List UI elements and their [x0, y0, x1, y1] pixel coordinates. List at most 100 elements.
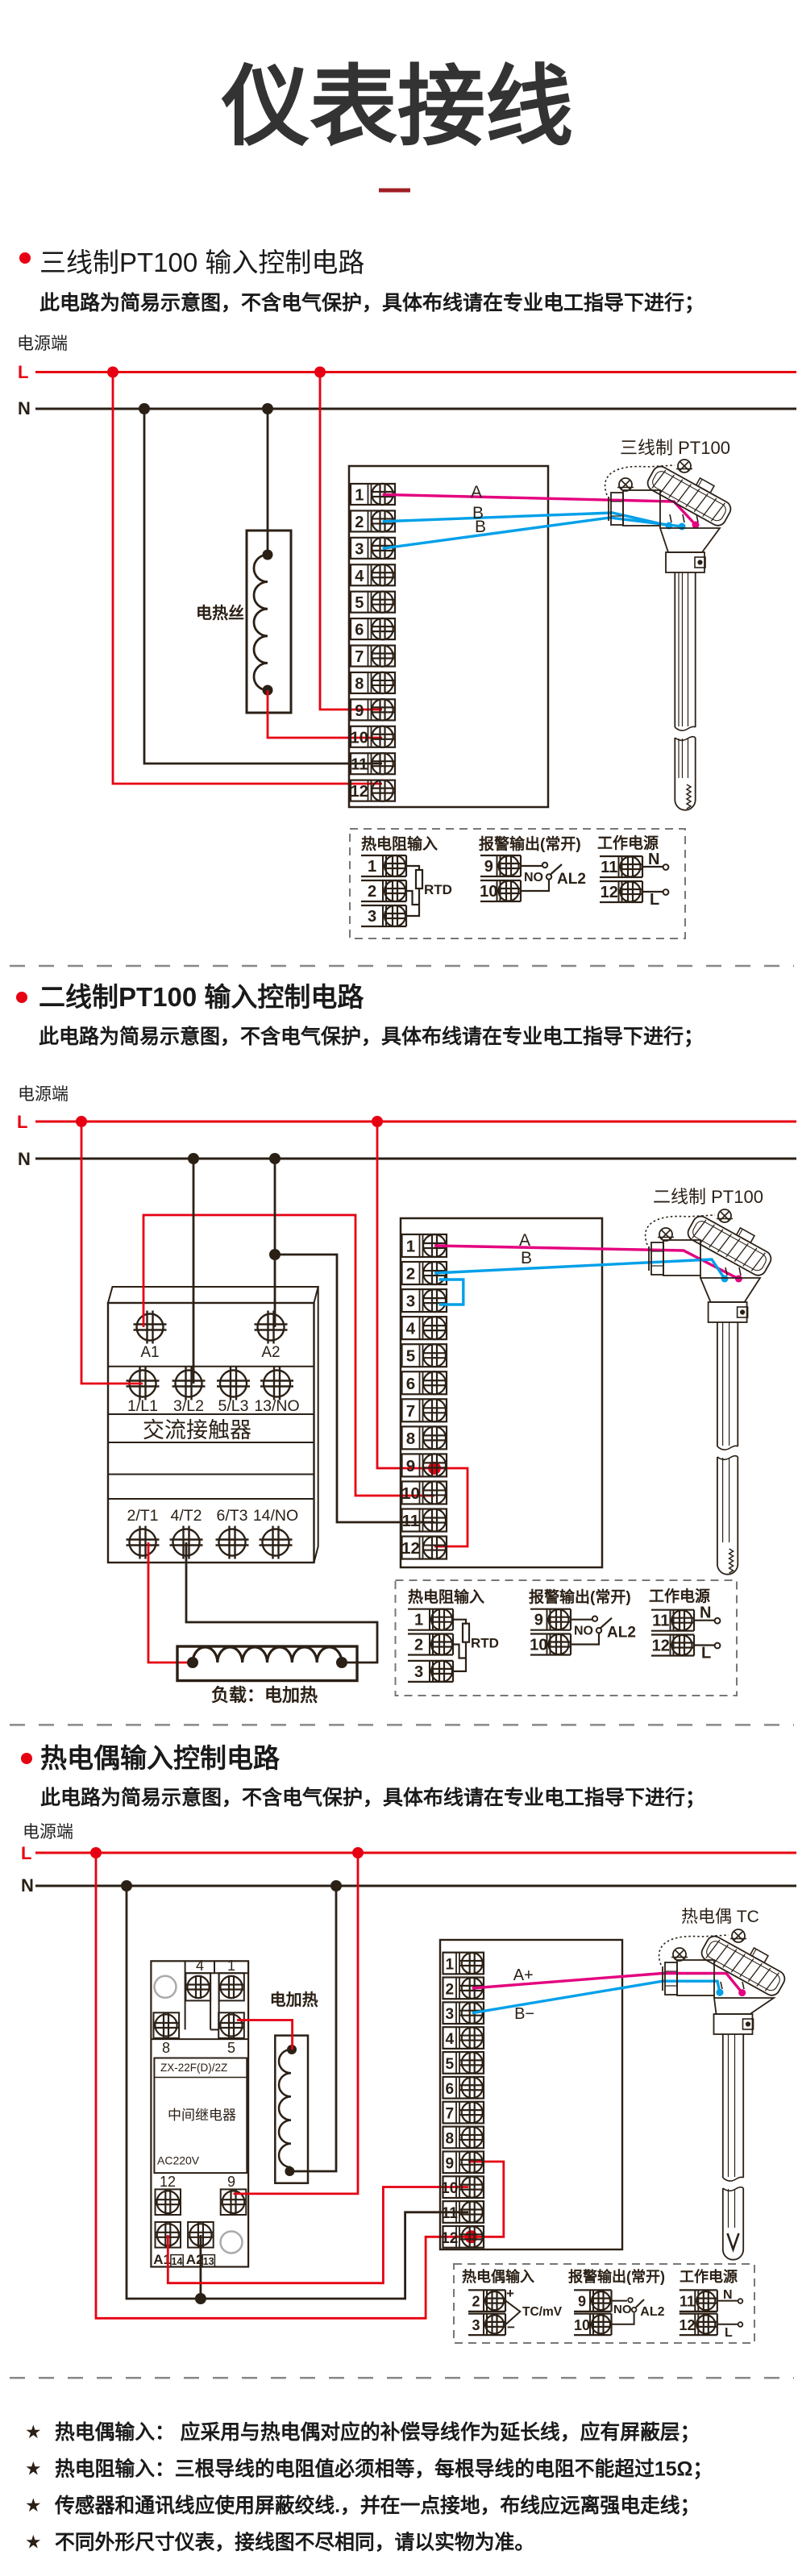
svg-text:3: 3	[355, 540, 364, 558]
svg-text:热电阻输入: 热电阻输入	[408, 1588, 484, 1606]
svg-text:AL2: AL2	[557, 871, 586, 888]
svg-text:热电阻输入：三根导线的电阻值必须相等，每根导线的电阻不能超过: 热电阻输入：三根导线的电阻值必须相等，每根导线的电阻不能超过15Ω；	[55, 2457, 713, 2481]
svg-text:热电偶输入： 应采用与热电偶对应的补偿导线作为延长线，应有屏: 热电偶输入： 应采用与热电偶对应的补偿导线作为延长线，应有屏蔽层；	[55, 2420, 700, 2444]
svg-text:3/L2: 3/L2	[173, 1397, 204, 1415]
svg-text:12: 12	[160, 2174, 176, 2190]
svg-text:10: 10	[480, 883, 497, 901]
svg-text:N: N	[18, 1149, 31, 1169]
svg-text:电加热: 电加热	[270, 1991, 318, 2009]
svg-text:12: 12	[401, 1539, 420, 1558]
svg-text:1: 1	[368, 858, 376, 876]
svg-text:12: 12	[680, 2317, 696, 2333]
svg-text:10: 10	[530, 1637, 547, 1654]
svg-text:6: 6	[406, 1375, 415, 1393]
svg-text:1/L1: 1/L1	[127, 1397, 158, 1415]
svg-text:A2: A2	[261, 1344, 280, 1361]
svg-text:此电路为简易示意图，不含电气保护，具体布线请在专业电工指导下: 此电路为简易示意图，不含电气保护，具体布线请在专业电工指导下进行；	[40, 1786, 705, 1809]
svg-text:NO: NO	[574, 1625, 593, 1638]
svg-text:7: 7	[355, 648, 364, 666]
svg-text:★: ★	[25, 2421, 42, 2442]
svg-text:AL2: AL2	[640, 2305, 664, 2319]
svg-text:ZX-22F(D)/2Z: ZX-22F(D)/2Z	[160, 2062, 227, 2074]
svg-text:6/T3: 6/T3	[216, 1507, 247, 1525]
svg-text:★: ★	[25, 2495, 42, 2516]
svg-text:3: 3	[445, 2006, 454, 2023]
svg-text:2/T1: 2/T1	[127, 1507, 158, 1525]
svg-text:4: 4	[445, 2031, 454, 2048]
svg-text:NO: NO	[613, 2303, 632, 2316]
svg-text:工作电源: 工作电源	[597, 834, 659, 852]
svg-text:5: 5	[445, 2056, 454, 2073]
svg-text:11: 11	[652, 1613, 669, 1630]
svg-text:工作电源: 工作电源	[649, 1587, 710, 1605]
svg-text:★: ★	[25, 2458, 42, 2479]
svg-text:热电偶 TC: 热电偶 TC	[681, 1908, 759, 1926]
svg-text:工作电源: 工作电源	[680, 2268, 738, 2285]
svg-text:2: 2	[406, 1265, 415, 1284]
svg-text:1: 1	[355, 487, 364, 505]
svg-text:中间继电器: 中间继电器	[168, 2108, 236, 2123]
svg-text:11: 11	[351, 756, 368, 774]
svg-text:1: 1	[414, 1612, 423, 1629]
svg-text:5: 5	[355, 594, 364, 612]
svg-text:热电偶输入: 热电偶输入	[462, 2268, 534, 2285]
svg-text:10: 10	[574, 2317, 590, 2333]
svg-text:9: 9	[484, 858, 493, 876]
svg-text:4: 4	[355, 568, 364, 585]
svg-text:3: 3	[472, 2317, 480, 2333]
svg-text:10: 10	[441, 2180, 458, 2197]
svg-text:负载：电加热: 负载：电加热	[211, 1685, 318, 1705]
svg-text:4: 4	[196, 1958, 204, 1974]
svg-text:2: 2	[355, 514, 364, 531]
svg-text:报警输出(常开): 报警输出(常开)	[479, 834, 581, 853]
svg-text:9: 9	[578, 2294, 586, 2310]
svg-text:11: 11	[601, 859, 617, 876]
svg-text:N: N	[21, 1875, 34, 1896]
svg-text:9: 9	[355, 702, 364, 720]
svg-text:8: 8	[445, 2130, 454, 2147]
svg-text:5: 5	[227, 2040, 235, 2056]
svg-text:热电偶输入控制电路: 热电偶输入控制电路	[40, 1743, 281, 1773]
svg-text:电源端: 电源端	[17, 335, 68, 353]
svg-text:二线制 PT100: 二线制 PT100	[653, 1187, 763, 1207]
svg-text:B: B	[521, 1249, 532, 1267]
svg-text:TC/mV: TC/mV	[522, 2305, 563, 2319]
svg-text:A1: A1	[140, 1344, 159, 1361]
svg-text:6: 6	[355, 622, 364, 639]
svg-text:N: N	[18, 398, 31, 418]
svg-text:9: 9	[406, 1457, 415, 1475]
svg-text:L: L	[650, 891, 659, 909]
svg-text:1: 1	[227, 1958, 235, 1974]
svg-text:8: 8	[406, 1429, 415, 1448]
svg-text:电源端: 电源端	[18, 1085, 69, 1104]
svg-text:此电路为简易示意图，不含电气保护，具体布线请在专业电工指导下: 此电路为简易示意图，不含电气保护，具体布线请在专业电工指导下进行；	[39, 1025, 704, 1048]
svg-text:3: 3	[406, 1292, 415, 1311]
svg-text:12: 12	[652, 1638, 670, 1655]
svg-text:1: 1	[445, 1957, 454, 1974]
svg-text:9: 9	[445, 2155, 454, 2172]
svg-text:3: 3	[414, 1663, 423, 1681]
svg-text:10: 10	[351, 729, 368, 747]
svg-text:L: L	[17, 1112, 27, 1132]
svg-text:三线制PT100 输入控制电路: 三线制PT100 输入控制电路	[39, 248, 364, 277]
svg-text:3: 3	[368, 908, 376, 926]
svg-text:5/L3: 5/L3	[218, 1397, 249, 1415]
svg-text:AL2: AL2	[607, 1625, 636, 1642]
svg-text:L: L	[725, 2326, 733, 2340]
svg-text:RTD: RTD	[424, 882, 452, 897]
svg-text:NO: NO	[524, 871, 543, 884]
svg-text:N: N	[723, 2288, 733, 2302]
svg-text:仪表接线: 仪表接线	[221, 58, 573, 156]
svg-text:9: 9	[227, 2174, 235, 2190]
svg-text:N: N	[700, 1604, 711, 1622]
svg-text:AC220V: AC220V	[157, 2154, 200, 2167]
svg-text:三线制 PT100: 三线制 PT100	[620, 438, 730, 458]
svg-text:报警输出(常开): 报警输出(常开)	[529, 1588, 631, 1606]
svg-text:11: 11	[442, 2205, 459, 2222]
svg-text:+: +	[506, 2286, 514, 2301]
svg-text:此电路为简易示意图，不含电气保护，具体布线请在专业电工指导下: 此电路为简易示意图，不含电气保护，具体布线请在专业电工指导下进行；	[39, 291, 704, 314]
svg-text:B−: B−	[514, 2005, 534, 2023]
svg-text:★: ★	[25, 2532, 42, 2553]
svg-text:5: 5	[406, 1347, 415, 1366]
svg-text:A+: A+	[513, 1966, 534, 1984]
